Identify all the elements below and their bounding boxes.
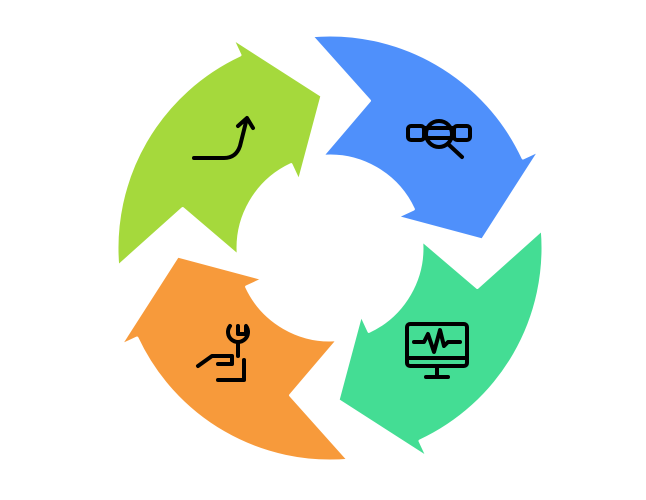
cycle-arrow-improve xyxy=(115,36,324,269)
magnifier-binoculars-icon xyxy=(406,119,472,159)
growth-arrow-icon xyxy=(192,116,255,160)
monitor-heartbeat-icon xyxy=(405,322,469,379)
hand-wrench-icon xyxy=(196,324,250,382)
cycle-arrows xyxy=(115,33,545,463)
cycle-arrow-monitor xyxy=(336,227,545,460)
cycle-arrow-maintain xyxy=(118,254,351,463)
